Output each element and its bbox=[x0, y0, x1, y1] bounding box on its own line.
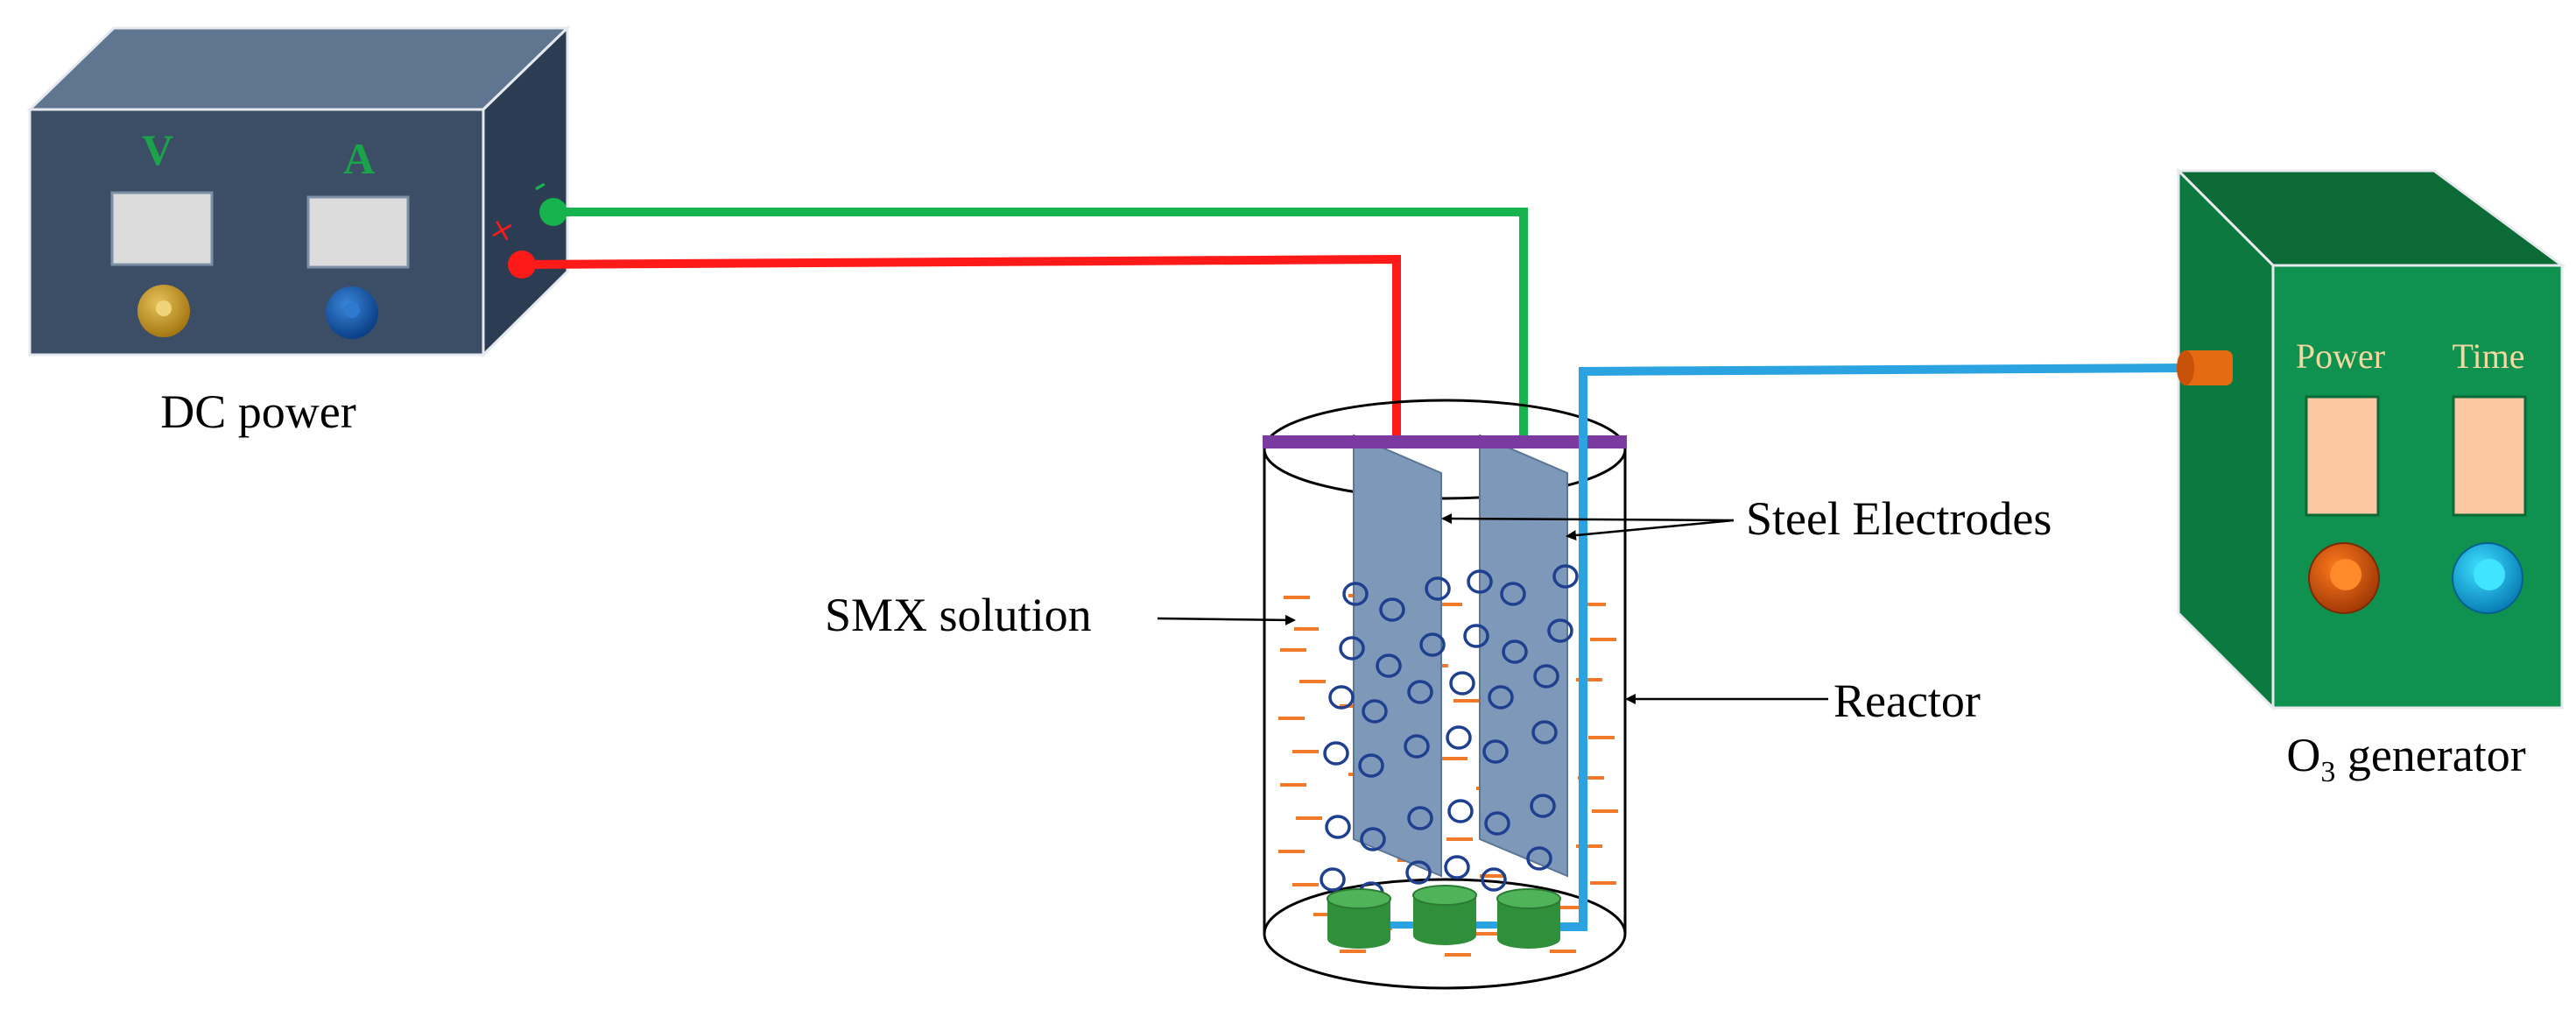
o3-generator-label: O3 generator bbox=[2286, 729, 2525, 788]
callouts: Steel Electrodes SMX solution Reactor bbox=[825, 492, 2052, 727]
electrode-plate-right bbox=[1479, 434, 1568, 878]
o3-label-suffix: generator bbox=[2335, 729, 2525, 781]
ammeter-display bbox=[306, 195, 410, 269]
ozone-outlet-rim bbox=[2177, 350, 2194, 385]
power-display bbox=[2305, 395, 2380, 517]
electrodes-arrow-right bbox=[1566, 519, 1735, 541]
ozone-diffuser-center bbox=[1412, 885, 1477, 945]
voltmeter-display bbox=[110, 191, 214, 266]
voltmeter-label: V bbox=[142, 125, 173, 174]
reactor bbox=[1263, 399, 1627, 990]
positive-wire bbox=[521, 254, 1401, 442]
electrodes-arrow-left bbox=[1441, 513, 1735, 525]
ozone-tube bbox=[1560, 364, 2186, 931]
ammeter-label: A bbox=[343, 134, 375, 183]
positive-terminal bbox=[508, 251, 536, 279]
steel-electrodes-label: Steel Electrodes bbox=[1746, 492, 2052, 545]
negative-terminal bbox=[539, 198, 567, 226]
dc-power-front-face bbox=[28, 108, 485, 357]
smx-solution-label: SMX solution bbox=[825, 589, 1092, 641]
ozone-outlet-nozzle bbox=[2180, 350, 2233, 385]
o3-generator-side-face bbox=[2177, 167, 2275, 711]
power-label: Power bbox=[2296, 336, 2385, 376]
electrode-holder-bar bbox=[1263, 435, 1627, 448]
time-knob-center bbox=[2474, 559, 2505, 590]
time-display bbox=[2452, 395, 2527, 517]
ozone-diffuser-right bbox=[1496, 888, 1561, 949]
reactor-bottom bbox=[1263, 878, 1627, 990]
reactor-label: Reactor bbox=[1833, 674, 1981, 727]
dc-power-label: DC power bbox=[160, 385, 355, 438]
o3-generator: Power Time O3 generator bbox=[2175, 167, 2566, 788]
o3-label-subscript: 3 bbox=[2320, 756, 2335, 788]
dc-power-top-face bbox=[26, 26, 571, 111]
electrode-plate-left bbox=[1353, 434, 1442, 878]
solution-arrow bbox=[1157, 614, 1296, 625]
wires bbox=[508, 198, 1528, 442]
current-knob-center bbox=[344, 302, 360, 318]
ozone-bubbles bbox=[1320, 564, 1579, 906]
ozone-gas-line bbox=[1390, 364, 2186, 931]
o3-label-prefix: O bbox=[2286, 729, 2320, 781]
time-label: Time bbox=[2452, 336, 2524, 376]
dc-power-supply: V A - + DC bbox=[26, 25, 571, 438]
ozone-diffuser-left bbox=[1327, 888, 1391, 949]
negative-wire bbox=[553, 208, 1528, 442]
reactor-top-rim bbox=[1263, 399, 1627, 500]
voltage-knob-center bbox=[156, 300, 172, 316]
power-knob-center bbox=[2330, 559, 2361, 590]
